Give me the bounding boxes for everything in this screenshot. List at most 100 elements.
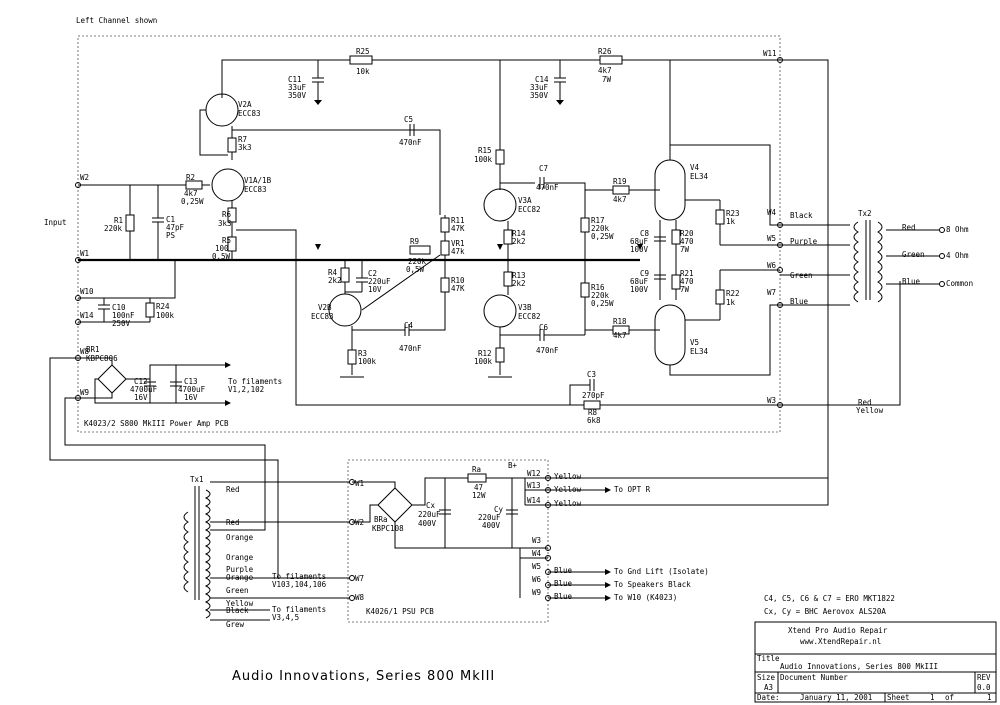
svg-text:W8: W8 xyxy=(80,347,90,356)
bplus-label: B+ xyxy=(508,461,518,470)
svg-text:C14: C14 xyxy=(535,75,549,84)
svg-text:1k: 1k xyxy=(726,298,736,307)
title-block xyxy=(754,621,997,703)
svg-text:100V: 100V xyxy=(630,285,649,294)
tx1-green: Green xyxy=(226,586,249,595)
tx1-orange-1: Orange xyxy=(226,533,254,542)
w5-blue: Blue xyxy=(554,566,573,575)
svg-text:220uF: 220uF xyxy=(478,513,501,522)
svg-text:W2: W2 xyxy=(80,173,89,182)
svg-text:4700uF: 4700uF xyxy=(130,385,158,394)
v2b-tube xyxy=(328,293,362,327)
wire-blue-label: Blue xyxy=(790,297,809,306)
svg-text:W9: W9 xyxy=(532,588,541,597)
svg-text:ECC83: ECC83 xyxy=(238,109,261,118)
svg-text:220k: 220k xyxy=(591,291,610,300)
date-label: Date: xyxy=(757,693,780,702)
main-title: Audio Innovations, Series 800 MkIII xyxy=(232,669,495,684)
filaments-a-label: To filaments xyxy=(228,377,282,386)
tx1-orange-3: Orange xyxy=(226,573,254,582)
svg-text:BRa: BRa xyxy=(374,515,388,524)
svg-text:EL34: EL34 xyxy=(690,347,709,356)
filaments-a-tubes: V1,2,102 xyxy=(228,385,264,394)
svg-text:100k: 100k xyxy=(156,311,175,320)
svg-text:ECC82: ECC82 xyxy=(518,205,541,214)
power-amp-pcb-frame xyxy=(77,35,781,433)
svg-text:W5: W5 xyxy=(532,562,541,571)
title-label: Title xyxy=(757,654,780,663)
output-common: Common xyxy=(946,279,973,288)
svg-text:68uF: 68uF xyxy=(630,237,649,246)
svg-text:0,25W: 0,25W xyxy=(591,299,614,308)
svg-text:68uF: 68uF xyxy=(630,277,649,286)
rev-value: 0.0 xyxy=(977,683,991,692)
v3b-tube xyxy=(483,294,517,328)
svg-text:47k: 47k xyxy=(451,247,465,256)
svg-text:R9: R9 xyxy=(410,237,419,246)
svg-text:47: 47 xyxy=(474,483,483,492)
psu-pcb-frame xyxy=(347,459,549,623)
w9-blue: Blue xyxy=(554,592,573,601)
svg-text:R2: R2 xyxy=(186,173,195,182)
svg-text:12W: 12W xyxy=(472,491,486,500)
svg-text:R4: R4 xyxy=(328,268,338,277)
svg-text:W12: W12 xyxy=(527,469,541,478)
svg-text:R10: R10 xyxy=(451,276,465,285)
date-value: January 11, 2001 xyxy=(800,693,872,702)
svg-text:33uF: 33uF xyxy=(288,83,307,92)
svg-text:4k7: 4k7 xyxy=(613,195,627,204)
svg-text:C1: C1 xyxy=(166,215,175,224)
svg-text:R6: R6 xyxy=(222,210,232,219)
note-line1: C4, C5, C6 & C7 = ERO MKT1822 xyxy=(764,594,895,603)
wire-red-w3-label: Red xyxy=(858,398,872,407)
sheet-value: 1 xyxy=(930,693,935,702)
svg-text:C12: C12 xyxy=(134,377,148,386)
svg-text:1k: 1k xyxy=(726,217,736,226)
sheet-of: of xyxy=(945,693,954,702)
svg-text:W14: W14 xyxy=(527,496,541,505)
svg-text:R14: R14 xyxy=(512,229,526,238)
svg-text:47K: 47K xyxy=(451,284,465,293)
svg-text:470: 470 xyxy=(680,237,694,246)
svg-text:V5: V5 xyxy=(690,338,699,347)
svg-text:R18: R18 xyxy=(613,317,627,326)
svg-text:R1: R1 xyxy=(114,216,123,225)
svg-text:W8: W8 xyxy=(355,593,365,602)
svg-text:R25: R25 xyxy=(356,47,370,56)
svg-text:100k: 100k xyxy=(358,357,377,366)
svg-text:10V: 10V xyxy=(368,285,382,294)
svg-text:0,25W: 0,25W xyxy=(591,232,614,241)
svg-text:0,5W: 0,5W xyxy=(212,252,231,261)
svg-text:R26: R26 xyxy=(598,47,612,56)
svg-text:C2: C2 xyxy=(368,269,377,278)
tx2-label: Tx2 xyxy=(858,209,872,218)
output-8ohm: 8 Ohm xyxy=(946,225,969,234)
svg-text:R8: R8 xyxy=(588,408,598,417)
svg-text:470: 470 xyxy=(680,277,694,286)
note-line2: Cx, Cy = BHC Aerovox ALS20A xyxy=(764,607,886,616)
title-value: Audio Innovations, Series 800 MkIII xyxy=(780,662,938,671)
tx1-secondary xyxy=(204,489,211,619)
power-amp-pcb-label: K4023/2 S800 MkIII Power Amp PCB xyxy=(84,419,229,428)
to-w10: To W10 (K4023) xyxy=(614,593,677,602)
svg-text:100: 100 xyxy=(215,244,229,253)
filaments-c-tubes: V3,4,5 xyxy=(272,613,299,622)
svg-text:ECC83: ECC83 xyxy=(244,185,267,194)
r26-resistor xyxy=(599,55,623,65)
rev-label: REV xyxy=(977,673,991,682)
tx1-red-2: Red xyxy=(226,518,240,527)
svg-text:C13: C13 xyxy=(184,377,198,386)
to-gnd-lift: To Gnd Lift (Isolate) xyxy=(614,567,709,576)
svg-text:W7: W7 xyxy=(355,574,364,583)
svg-text:4k7: 4k7 xyxy=(184,189,198,198)
size-label: Size xyxy=(757,673,776,682)
svg-text:Cx: Cx xyxy=(426,501,436,510)
tx1-red-1: Red xyxy=(226,485,240,494)
svg-text:470nF: 470nF xyxy=(399,138,422,147)
tx2-primary xyxy=(853,221,859,303)
sheet-total: 1 xyxy=(987,693,992,702)
svg-text:PS: PS xyxy=(166,231,176,240)
br1-bridge xyxy=(97,364,127,394)
svg-text:100nF: 100nF xyxy=(112,311,135,320)
